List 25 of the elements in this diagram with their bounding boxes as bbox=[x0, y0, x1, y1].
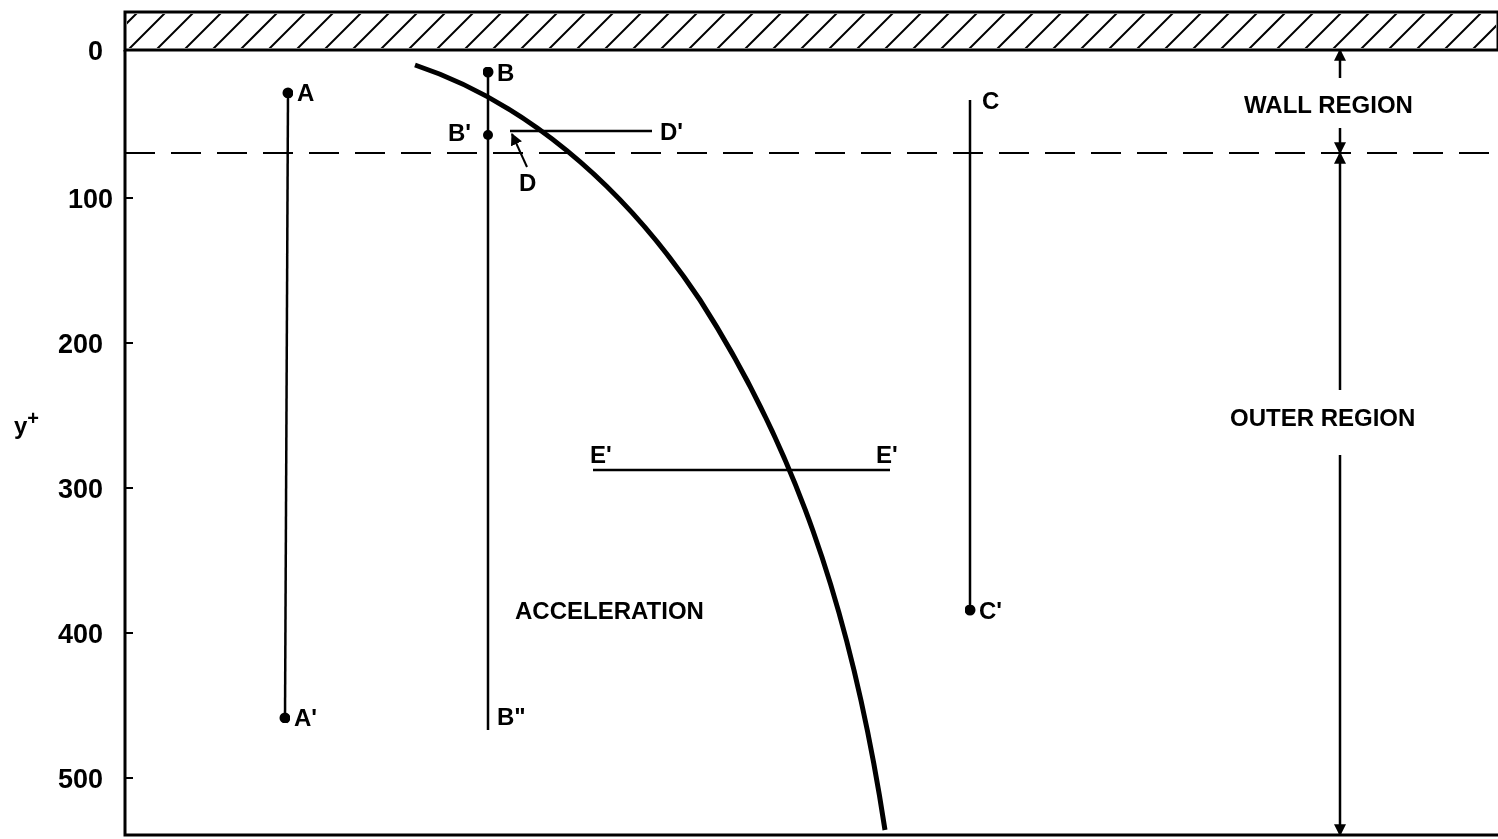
region-label: WALL REGION bbox=[1244, 92, 1413, 118]
point-label: E' bbox=[876, 442, 898, 468]
point-label: B" bbox=[497, 704, 526, 730]
leader-line bbox=[511, 132, 528, 168]
point-label: A bbox=[297, 80, 315, 106]
point-label: C' bbox=[979, 598, 1003, 624]
tick-label: 100 bbox=[68, 186, 114, 212]
traverse-line bbox=[279, 87, 294, 724]
tick-label: 500 bbox=[58, 766, 104, 792]
point-label: D bbox=[519, 170, 537, 196]
point-label: C bbox=[982, 88, 1000, 114]
region-label: ACCELERATION bbox=[515, 598, 704, 624]
tick-label: 300 bbox=[58, 476, 104, 502]
tick-label: 0 bbox=[88, 38, 104, 64]
region-label: OUTER REGION bbox=[1230, 405, 1416, 431]
point-label: B bbox=[497, 60, 515, 86]
point-label: B' bbox=[448, 120, 472, 146]
point-label: E' bbox=[590, 442, 612, 468]
traverse-line bbox=[964, 100, 976, 616]
point-label: A' bbox=[294, 705, 318, 731]
traverse-line bbox=[482, 66, 494, 730]
axis-label: y$^{+}$ bbox=[14, 406, 40, 439]
tick-label: 200 bbox=[58, 331, 104, 357]
tick-label: 400 bbox=[58, 621, 104, 647]
point-label: D' bbox=[660, 119, 684, 145]
